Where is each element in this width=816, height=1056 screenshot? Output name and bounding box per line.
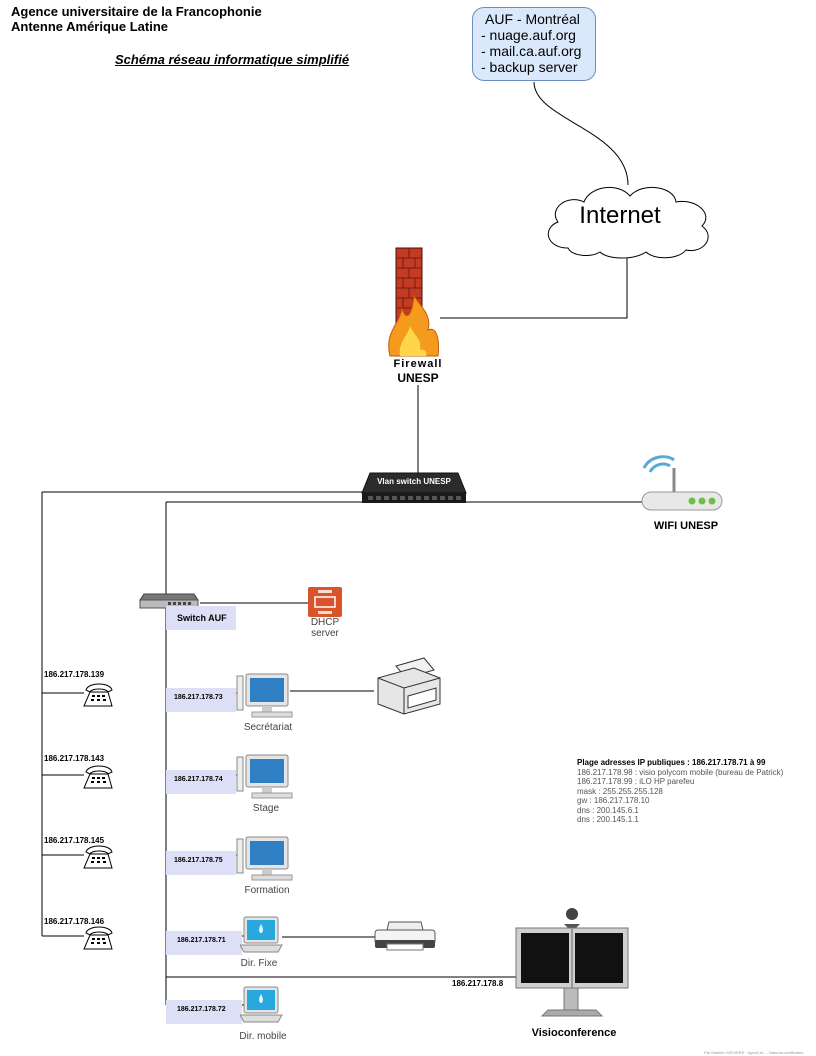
wifi-router-icon <box>641 455 723 511</box>
internet-cloud-icon <box>547 186 709 259</box>
desktop-computer-icon <box>236 673 293 718</box>
laptop-icon <box>240 986 283 1023</box>
workstation-ip: 186.217.178.75 <box>166 851 236 875</box>
laser-printer-icon <box>377 657 441 715</box>
ip-info-line: gw : 186.217.178.10 <box>577 796 650 805</box>
workstation-label: Secrétariat <box>243 722 293 733</box>
switch-auf-label: Switch AUF <box>166 606 236 630</box>
footer-credit: Par Mathieu NEVIERE · AgenCIA ... Nature… <box>704 1050 804 1055</box>
firewall-label: UNESP <box>397 371 439 385</box>
visio-label: Visioconference <box>531 1027 617 1039</box>
vlan-switch-icon <box>361 472 467 503</box>
wifi-label: WIFI UNESP <box>653 520 719 532</box>
ip-info-line: 186.217.178.98 : visio polycom mobile (b… <box>577 767 784 777</box>
laptop-icon <box>240 916 283 953</box>
ip-info-line: dns : 200.145.6.1 <box>577 805 639 815</box>
auf-box-title: AUF - Montréal <box>485 11 580 27</box>
switch-auf-icon <box>139 593 199 609</box>
visio-ip: 186.217.178.8 <box>452 979 504 988</box>
laptop-label: Dir. Fixe <box>240 958 278 969</box>
telephone-icon <box>83 845 113 869</box>
desktop-computer-icon <box>236 754 293 799</box>
laptop-ip: 186.217.178.72 <box>166 1000 242 1024</box>
auf-internet-link <box>533 81 629 186</box>
ip-range-info: Plage adresses IP publiques : 186.217.17… <box>577 758 783 825</box>
telephone-icon <box>83 683 113 707</box>
laptop-label: Dir. mobile <box>239 1031 287 1042</box>
telephone-icon <box>83 926 113 950</box>
ip-info-line: mask : 255.255.255.128 <box>577 786 663 796</box>
auf-montreal-box: AUF - Montréal - nuage.auf.org - mail.ca… <box>472 7 596 81</box>
ip-info-line: dns : 200.145.1.1 <box>577 815 639 824</box>
ip-info-line: 186.217.178.99 : iLO HP parefeu <box>577 777 695 786</box>
workstation-label: Stage <box>252 803 280 814</box>
phone-ip: 186.217.178.145 <box>44 836 105 845</box>
org-name: Agence universitaire de la Francophonie <box>11 4 262 19</box>
internet-label: Internet <box>579 202 661 229</box>
workstation-ip: 186.217.178.73 <box>166 688 236 712</box>
page-title: Schéma réseau informatique simplifié <box>115 52 350 67</box>
internet-firewall-link <box>440 258 628 319</box>
phone-ip: 186.217.178.146 <box>44 917 105 926</box>
workstation-label: Formation <box>244 885 290 896</box>
dhcp-label-line1: DHCP <box>310 617 340 628</box>
workstation-ip: 186.217.178.74 <box>166 770 236 794</box>
firewall-icon <box>388 247 439 357</box>
desktop-computer-icon <box>236 836 293 881</box>
telephone-icon <box>83 765 113 789</box>
phone-ip: 186.217.178.139 <box>44 670 105 679</box>
org-subname: Antenne Amérique Latine <box>11 19 168 34</box>
auf-box-item: - backup server <box>481 59 578 75</box>
inkjet-printer-icon <box>374 921 436 951</box>
auf-box-item: - nuage.auf.org <box>481 27 576 43</box>
vlan-switch-label: Vlan switch UNESP <box>377 477 451 486</box>
phone-ip: 186.217.178.143 <box>44 754 105 763</box>
videoconference-system-icon <box>515 908 629 1017</box>
ip-range-heading: Plage adresses IP publiques : 186.217.17… <box>577 758 766 767</box>
auf-box-item: - mail.ca.auf.org <box>481 43 582 59</box>
dhcp-server-icon <box>308 587 342 617</box>
dhcp-label: DHCP server <box>303 617 347 639</box>
firewall-icon-label: Firewall <box>393 358 443 370</box>
laptop-ip: 186.217.178.71 <box>166 931 242 955</box>
dhcp-label-line2: server <box>311 628 339 639</box>
